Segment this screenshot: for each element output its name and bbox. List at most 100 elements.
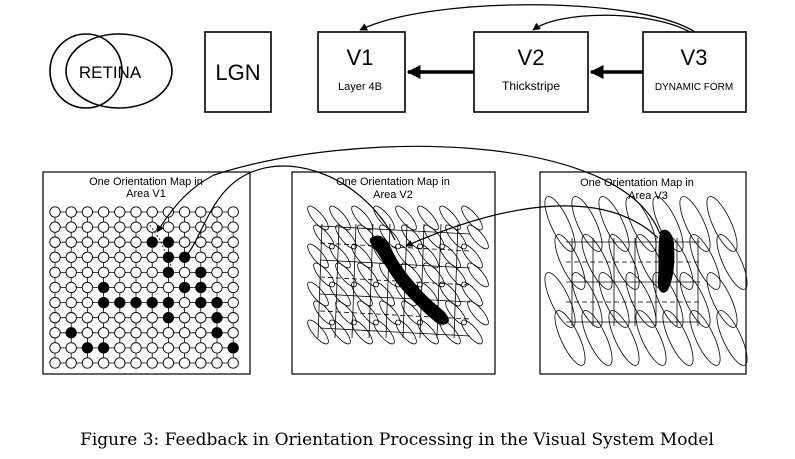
v2-orientation-filter: [467, 224, 489, 250]
v1-node: [162, 281, 175, 294]
v1-node-active: [178, 281, 191, 294]
v1-node: [211, 357, 223, 369]
v1-node-active: [114, 296, 126, 309]
v1-node: [97, 221, 110, 233]
retina-diagram: RETINA: [49, 33, 173, 109]
v2-orientation-filter: [373, 205, 395, 231]
v3-orientation-filter: [571, 196, 603, 252]
v1-node: [114, 342, 126, 354]
v1-node: [162, 357, 175, 369]
v1-node: [130, 281, 142, 294]
v1-node: [227, 221, 239, 233]
v1-node: [81, 236, 94, 248]
v1-node: [49, 221, 61, 233]
v3-orientation-filter: [662, 310, 694, 366]
v2-orientation-filter: [445, 224, 467, 250]
v1-node-active: [81, 342, 94, 354]
v1-title: V1: [347, 45, 374, 70]
v1-node: [195, 312, 207, 324]
v1-node: [130, 327, 142, 339]
v1-node: [178, 312, 191, 324]
retina-circle-right: [65, 33, 173, 109]
v3-orientation-filter: [706, 272, 738, 328]
v3-orientation-filter: [544, 272, 576, 328]
v1-node-active: [162, 251, 175, 263]
v3-orientation-field: [544, 196, 748, 366]
v1-node-active: [146, 236, 158, 248]
v1-node-active: [211, 296, 223, 309]
v1-node: [130, 342, 142, 354]
v1-node: [227, 236, 239, 248]
v1-node: [49, 296, 61, 309]
v2-lattice-line: [334, 223, 340, 339]
v2-lattice-line: [319, 276, 471, 286]
v1-node: [114, 251, 126, 263]
v1-node: [65, 357, 77, 369]
v2-orientation-filter: [329, 205, 351, 231]
v2-orientation-filter: [307, 319, 329, 345]
v1-node: [65, 312, 77, 324]
panel-v3: One Orientation Map in Area V3: [539, 171, 748, 375]
v2-lattice-line: [319, 225, 471, 235]
v2-orientation-filter: [417, 319, 439, 345]
v2-orientation-filter: [445, 300, 467, 326]
v3-orientation-filter: [571, 272, 603, 328]
v1-node: [146, 251, 158, 263]
v1-node: [65, 342, 77, 354]
v3-active-contour: [657, 229, 675, 293]
v2-orientation-filter: [417, 243, 439, 269]
v3-orientation-filter: [608, 234, 640, 290]
v2-orientation-filter: [351, 205, 373, 231]
v1-node: [146, 206, 158, 218]
v1-node: [178, 357, 191, 369]
panel-v2: One Orientation Map in Area V2: [291, 171, 496, 375]
v1-node: [130, 206, 142, 218]
v1-node-active: [211, 312, 223, 324]
v1-node: [227, 296, 239, 309]
v1-node: [49, 312, 61, 324]
v1-node: [114, 357, 126, 369]
v1-node: [178, 236, 191, 248]
v1-subtitle: Layer 4B: [338, 81, 382, 93]
v2-title: V2: [518, 45, 545, 70]
v2-orientation-filter: [467, 300, 489, 326]
v1-node: [227, 312, 239, 324]
v1-node-active: [97, 281, 110, 294]
v1-node: [81, 221, 94, 233]
v1-node: [49, 281, 61, 294]
v1-node-active: [97, 342, 110, 354]
v3-orientation-filter: [689, 310, 721, 366]
v2-orientation-filter: [357, 262, 379, 288]
panel-v2-title-line2: Area V2: [373, 189, 413, 201]
v2-orientation-filter: [351, 281, 373, 307]
panel-v1-title-line2: Area V1: [126, 188, 166, 200]
v1-node: [49, 327, 61, 339]
v2-orientation-filter: [335, 262, 357, 288]
panel-v3-title-line1: One Orientation Map in: [580, 177, 694, 189]
v2-orientation-filter: [467, 262, 489, 288]
v2-orientation-filter: [307, 205, 329, 231]
v2-orientation-filter: [335, 224, 357, 250]
v1-node: [211, 266, 223, 279]
v1-node: [162, 342, 175, 354]
v1-node: [97, 236, 110, 248]
v3-orientation-filter: [625, 196, 657, 252]
v1-node: [195, 251, 207, 263]
v1-node-active: [195, 296, 207, 309]
v2-lattice-line: [319, 293, 471, 303]
v1-node: [97, 312, 110, 324]
v1-node: [178, 327, 191, 339]
v1-node-active: [195, 281, 207, 294]
v1-node: [130, 251, 142, 263]
v2-orientation-filter: [307, 243, 329, 269]
v1-node: [162, 221, 175, 233]
v3-orientation-filter: [679, 272, 711, 328]
v1-node: [49, 206, 61, 218]
v1-node: [227, 251, 239, 263]
v3-box: V3 DYNAMIC FORM: [642, 31, 747, 113]
v1-node: [178, 296, 191, 309]
v1-node: [97, 251, 110, 263]
v1-node-active: [211, 327, 223, 339]
v1-node: [97, 327, 110, 339]
v2-orientation-filter: [307, 281, 329, 307]
